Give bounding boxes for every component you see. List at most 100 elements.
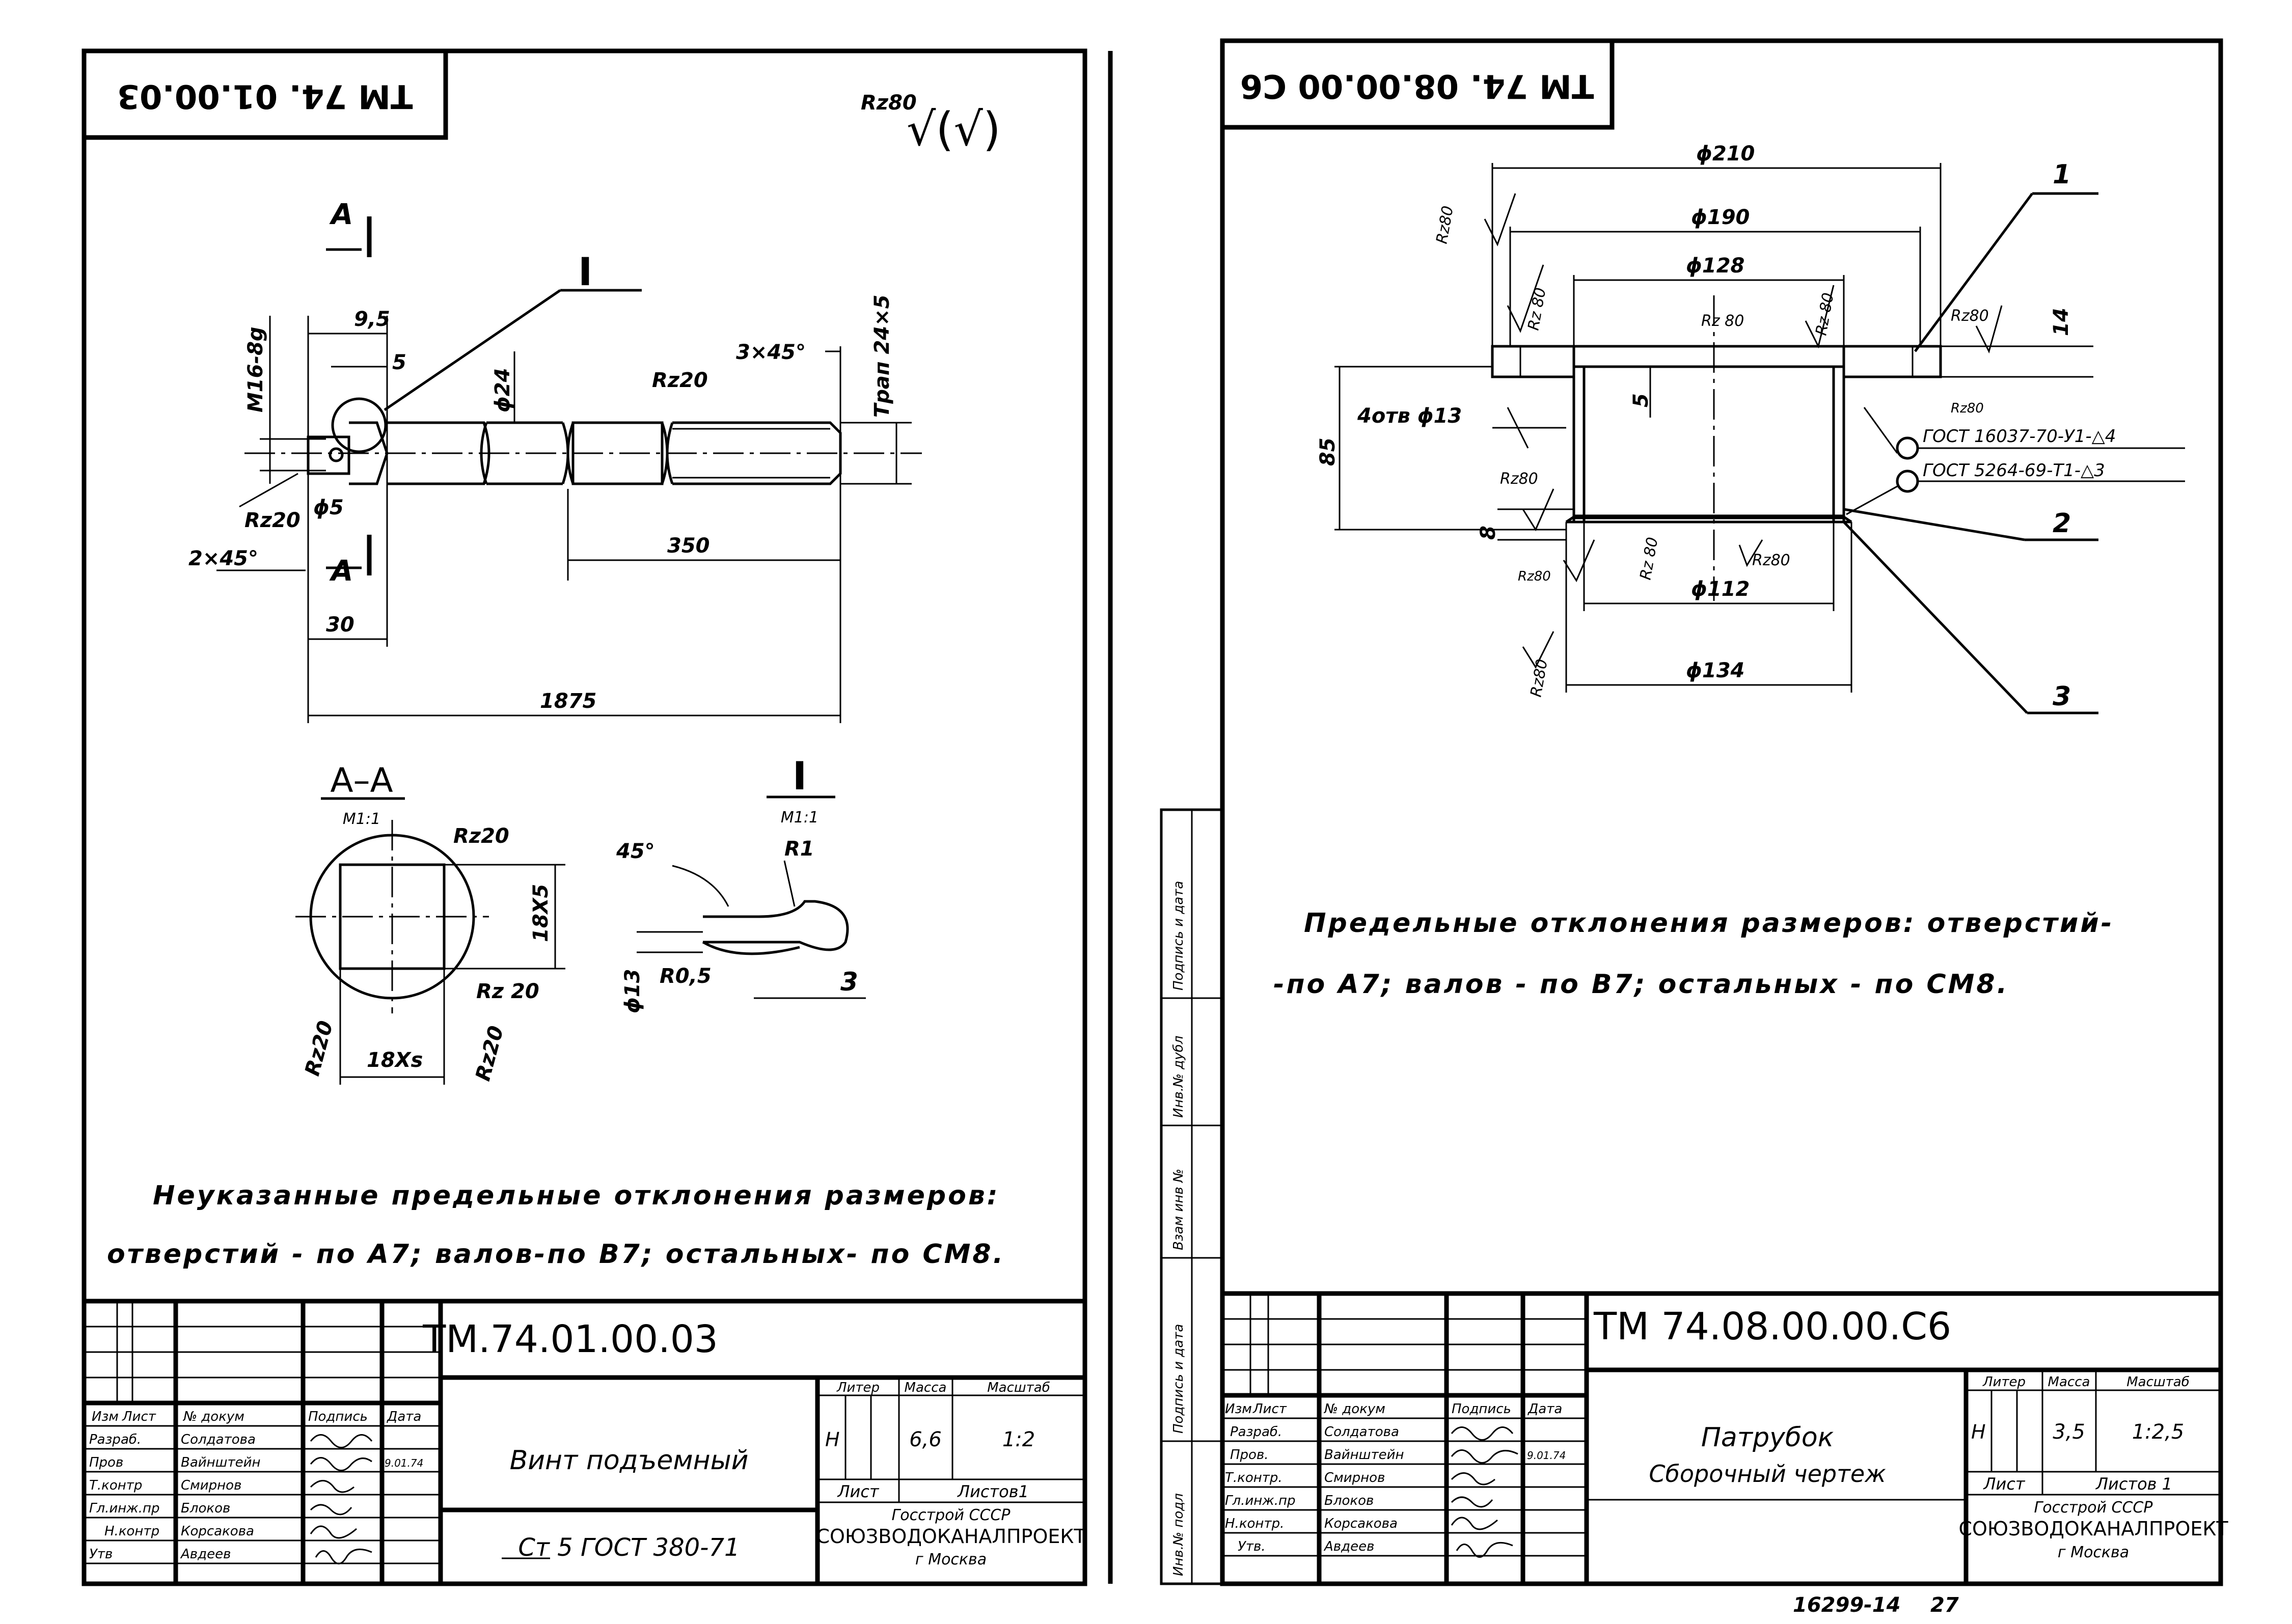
section-mark-bottom: A — [329, 555, 353, 588]
detail-i: I M1:1 45° R1 ϕ13 R0,5 3 — [616, 753, 866, 1013]
dim-85: 85 — [1316, 437, 1340, 466]
left-hdr-liter: Литер — [836, 1380, 880, 1395]
left-part-name: Винт подъемный — [510, 1445, 749, 1476]
dim-8: 8 — [1477, 526, 1500, 540]
right-note-line2: -по А7; валов - по В7; остальных - по СМ… — [1273, 969, 2009, 1000]
left-col-list: Лист — [122, 1409, 156, 1424]
right-row-name-3: Блоков — [1324, 1493, 1374, 1508]
dim-phi112: ϕ112 — [1691, 577, 1750, 601]
left-col-sign: Подпись — [308, 1409, 368, 1424]
left-hdr-mass: Масса — [905, 1380, 947, 1395]
rz-7: Rz80 — [1500, 470, 1538, 488]
left-title-block: Изм Лист № докум Подпись Дата Разраб. Со… — [84, 1299, 1086, 1584]
right-col-doc: № докум — [1323, 1401, 1385, 1417]
right-corner-code-box: TM 74. 08.00.00 C6 — [1222, 41, 1615, 130]
dim-phi24: ϕ24 — [491, 368, 514, 412]
rz-5: Rz80 — [1951, 307, 1989, 325]
dim-30: 30 — [326, 613, 354, 637]
right-sheets-label: Листов 1 — [2095, 1474, 2172, 1494]
left-note-line1: Неуказанные предельные отклонения размер… — [153, 1180, 1000, 1211]
pipe-assembly-view — [1334, 163, 2185, 714]
right-col-sign: Подпись — [1452, 1401, 1511, 1417]
left-row-name-2: Смирнов — [181, 1478, 241, 1493]
left-row-name-3: Блоков — [181, 1501, 230, 1516]
side-label-sign-2: Подпись и дата — [1171, 881, 1186, 990]
rz-11: Rz80 — [1527, 658, 1551, 699]
detail-i-scale: M1:1 — [781, 809, 818, 827]
screw-dimension-texts: A A I M16-8g 9,5 5 ϕ24 3×45° Трап 24×5 R… — [188, 198, 894, 713]
side-label-inv-dubl: Инв.№ дубл — [1171, 1036, 1186, 1118]
dim-m16: M16-8g — [244, 326, 267, 412]
right-row-role-4: Н.контр. — [1225, 1516, 1284, 1531]
detail-r05: R0,5 — [660, 965, 712, 988]
left-sheets-label: Листов1 — [957, 1482, 1029, 1501]
right-drawing-type: Сборочный чертеж — [1649, 1460, 1886, 1488]
left-notes: Неуказанные предельные отклонения размер… — [107, 1180, 1003, 1270]
left-scale: 1:2 — [1002, 1428, 1035, 1451]
pipe-dimension-texts: ϕ210 ϕ190 ϕ128 ϕ112 ϕ134 85 14 5 8 4отв … — [1316, 142, 2116, 712]
right-hdr-liter: Литер — [1982, 1374, 2026, 1390]
weld-note-1: ГОСТ 16037-70-У1-△4 — [1923, 426, 2116, 447]
aa-rz-bottom: Rz20 — [471, 1024, 508, 1084]
detail-r1: R1 — [784, 837, 814, 861]
left-col-doc: № докум — [182, 1409, 244, 1424]
right-title-block: Изм Лист № докум Подпись Дата Разраб. Со… — [1222, 1291, 2228, 1584]
right-row-role-0: Разраб. — [1230, 1424, 1282, 1440]
left-row-name-5: Авдеев — [180, 1547, 231, 1562]
rz-4: Rz 80 — [1812, 291, 1837, 337]
right-org1: Госстрой СССР — [2034, 1499, 2153, 1517]
right-part-name: Патрубок — [1701, 1422, 1834, 1453]
right-row-name-5: Авдеев — [1323, 1539, 1374, 1554]
dim-phi210: ϕ210 — [1696, 142, 1755, 166]
side-label-inv-podl: Инв.№ подл — [1171, 1493, 1186, 1576]
right-row-date-1: 9.01.74 — [1527, 1449, 1566, 1462]
right-mass: 3,5 — [2053, 1420, 2085, 1444]
pipe-wall-left — [1572, 365, 1586, 524]
dim-chamfer-right: 3×45° — [736, 341, 806, 364]
rz-1: Rz80 — [1433, 205, 1457, 245]
right-col-date: Дата — [1527, 1401, 1562, 1417]
left-corner-code: TM 74. 01.00.03 — [117, 77, 413, 115]
dim-phi5: ϕ5 — [313, 496, 344, 519]
left-row-role-3: Гл.инж.пр — [89, 1501, 159, 1516]
aa-rz-left: Rz20 — [301, 1019, 338, 1079]
left-row-role-4: Н.контр — [104, 1524, 159, 1539]
dim-phi134: ϕ134 — [1686, 659, 1744, 682]
side-strip: Инв.№ подл Подпись и дата Взам инв № Инв… — [1160, 808, 1224, 1585]
right-org3: г Москва — [2058, 1544, 2129, 1561]
section-aa-title: А–А — [330, 761, 393, 800]
dim-14: 14 — [2050, 308, 2073, 336]
rz20-end: Rz20 — [244, 509, 301, 532]
rz20-shaft: Rz20 — [652, 369, 708, 392]
left-row-role-2: Т.контр — [89, 1478, 142, 1493]
aa-rz-right: Rz 20 — [476, 980, 539, 1003]
left-row-name-0: Солдатова — [181, 1432, 256, 1447]
dim-trap: Трап 24×5 — [870, 295, 894, 418]
right-row-name-1: Вайнштейн — [1324, 1447, 1404, 1463]
rz-6: Rz80 — [1951, 401, 1984, 416]
right-org2: СОЮЗВОДОКАНАЛПРОЕКТ — [1958, 1518, 2228, 1540]
section-mark-top: A — [329, 198, 353, 231]
left-signatures — [310, 1434, 373, 1564]
right-row-role-1: Пров. — [1230, 1447, 1269, 1463]
footer-stamp: 16299-14 27 — [1793, 1593, 1959, 1617]
left-row-name-4: Корсакова — [181, 1524, 254, 1539]
detail-3: 3 — [840, 967, 858, 997]
detail-phi13: ϕ13 — [621, 969, 644, 1013]
rz-3: Rz 80 — [1701, 312, 1744, 330]
right-col-izm: Изм — [1225, 1401, 1252, 1417]
right-row-name-4: Корсакова — [1324, 1516, 1398, 1531]
position-2: 2 — [2053, 508, 2071, 539]
flange-left — [1491, 345, 1575, 378]
pipe-wall-right — [1832, 365, 1845, 524]
right-liter: Н — [1971, 1421, 1986, 1443]
left-org3: г Москва — [915, 1551, 987, 1568]
left-org1: Госстрой СССР — [892, 1506, 1011, 1524]
left-row-role-5: Утв — [89, 1547, 113, 1562]
right-note-line1: Предельные отклонения размеров: отверсти… — [1304, 908, 2114, 939]
weld-note-2: ГОСТ 5264-69-Т1-△3 — [1923, 460, 2105, 481]
roughness-tail: √(√) — [907, 103, 1001, 156]
left-row-date-1: 9.01.74 — [385, 1457, 423, 1469]
rz-2: Rz 80 — [1524, 286, 1549, 332]
